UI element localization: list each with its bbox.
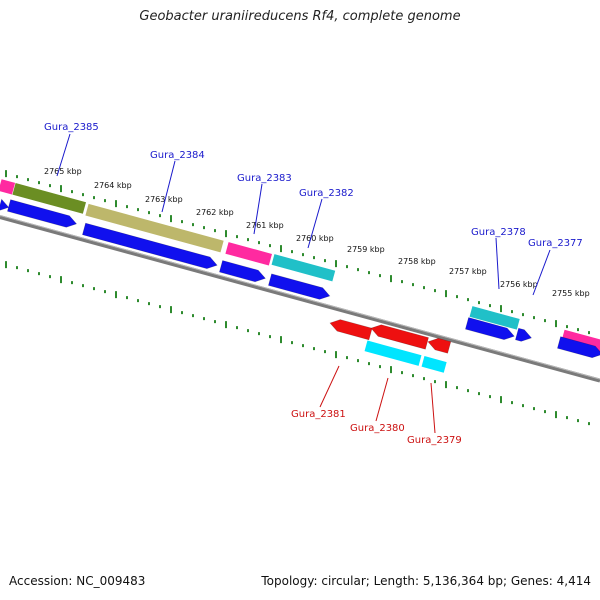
gene-leader-line xyxy=(319,365,340,408)
category-block xyxy=(12,183,87,214)
forward-gene xyxy=(82,222,218,269)
forward-gene xyxy=(7,199,78,228)
forward-gene-label: Gura_2384 xyxy=(150,150,205,161)
scale-label: 2755 kbp xyxy=(552,289,590,298)
gene-leader-line xyxy=(253,183,263,235)
forward-gene xyxy=(515,327,532,342)
accession-label: Accession: NC_009483 xyxy=(9,574,146,588)
forward-gene xyxy=(219,260,266,283)
gene-leader-line xyxy=(532,249,551,296)
reverse-gene-label: Gura_2379 xyxy=(407,435,462,446)
category-block xyxy=(271,254,336,282)
category-block xyxy=(364,340,422,366)
reverse-gene-label: Gura_2381 xyxy=(291,409,346,420)
reverse-gene xyxy=(329,319,373,341)
category-block xyxy=(0,179,16,195)
scale-label: 2763 kbp xyxy=(145,195,183,204)
forward-gene-label: Gura_2383 xyxy=(237,173,292,184)
forward-gene-label: Gura_2378 xyxy=(471,227,526,238)
reverse-gene xyxy=(370,324,429,350)
gene-leader-line xyxy=(161,160,176,213)
gene-leader-line xyxy=(375,377,389,422)
gene-leader-line xyxy=(495,237,500,290)
scale-label: 2757 kbp xyxy=(449,267,487,276)
genome-backbone xyxy=(0,215,600,383)
scale-label: 2765 kbp xyxy=(44,167,82,176)
category-block xyxy=(469,306,520,330)
reverse-gene-label: Gura_2380 xyxy=(350,423,405,434)
gene-leader-line xyxy=(307,198,323,249)
genome-backbone-highlight xyxy=(0,215,600,380)
forward-gene-label: Gura_2385 xyxy=(44,122,99,133)
category-block xyxy=(225,242,272,266)
scale-label: 2760 kbp xyxy=(296,234,334,243)
forward-gene-label: Gura_2382 xyxy=(299,188,354,199)
forward-gene xyxy=(0,198,10,211)
category-block xyxy=(421,356,447,373)
gene-leader-line xyxy=(56,133,71,177)
reverse-gene xyxy=(427,337,452,354)
forward-gene-label: Gura_2377 xyxy=(528,238,583,249)
category-block xyxy=(85,203,224,253)
genome-summary: Topology: circular; Length: 5,136,364 bp… xyxy=(261,574,591,588)
scale-label: 2764 kbp xyxy=(94,181,132,190)
forward-gene xyxy=(557,336,600,359)
map-title: Geobacter uraniireducens Rf4, complete g… xyxy=(139,9,461,24)
scale-label: 2756 kbp xyxy=(500,280,538,289)
scale-label: 2761 kbp xyxy=(246,221,284,230)
scale-label: 2759 kbp xyxy=(347,245,385,254)
forward-gene xyxy=(268,273,331,300)
gene-leader-line xyxy=(430,382,436,434)
scale-label: 2758 kbp xyxy=(398,257,436,266)
scale-label: 2762 kbp xyxy=(196,208,234,217)
forward-gene xyxy=(465,317,515,340)
